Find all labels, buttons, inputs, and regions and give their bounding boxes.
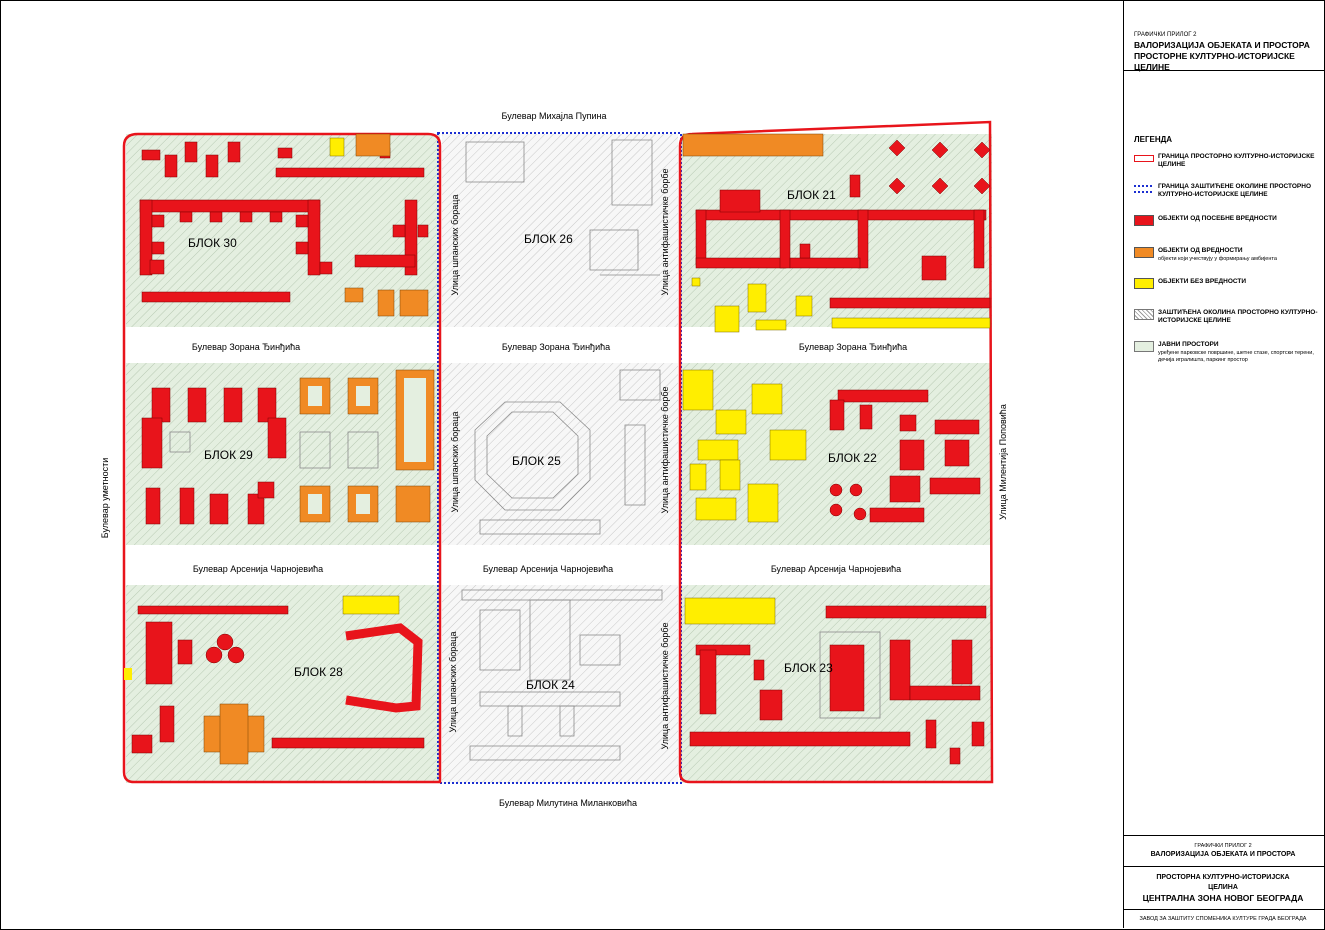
legend-swatch: [1134, 155, 1154, 162]
legend-item: ОБЈЕКТИ ОД ПОСЕБНЕ ВРЕДНОСТИ: [1134, 215, 1320, 245]
legend-item: ЈАВНИ ПРОСТОРИ уређене парковске површине…: [1134, 341, 1320, 371]
street-antifasisticke-1: Улица антифашистичке борбе: [660, 169, 670, 296]
block-29-buildings: [141, 369, 435, 525]
street-popovic: Улица Милентија Поповића: [998, 404, 1008, 520]
legend-item: ГРАНИЦА ЗАШТИЋЕНЕ ОКОЛИНЕ ПРОСТОРНО КУЛТ…: [1134, 183, 1320, 213]
footer-unit: ПРОСТОРНА КУЛТУРНО-ИСТОРИЈСКА ЦЕЛИНА: [1123, 873, 1323, 893]
legend-label: ЗАШТИЋЕНА ОКОЛИНА ПРОСТОРНО КУЛТУРНО-ИСТ…: [1158, 309, 1318, 324]
legend-swatch: [1134, 215, 1154, 226]
urban-plan-map: Булевар Михајла Пупина Булевар Зорана Ђи…: [100, 111, 1008, 808]
block-21-ground: [680, 134, 992, 327]
header-separator: [1123, 70, 1324, 71]
street-carnojevic-middle: Булевар Арсенија Чарнојевића: [483, 564, 613, 574]
footer-separator-1: [1123, 835, 1324, 836]
footer-org: ЗАВОД ЗА ЗАШТИТУ СПОМЕНИКА КУЛТУРЕ ГРАДА…: [1139, 916, 1307, 922]
block-28-ground: [126, 585, 440, 783]
block-25-ground: [442, 363, 678, 545]
street-labels: Булевар Михајла Пупина Булевар Зорана Ђи…: [100, 111, 1008, 808]
footer-title: ВАЛОРИЗАЦИЈА ОБЈЕКАТА И ПРОСТОРА: [1150, 851, 1296, 858]
legend-label: ГРАНИЦА ПРОСТОРНО КУЛТУРНО-ИСТОРИЈСКЕ ЦЕ…: [1158, 153, 1315, 168]
legend-item: ГРАНИЦА ПРОСТОРНО КУЛТУРНО-ИСТОРИЈСКЕ ЦЕ…: [1134, 153, 1320, 183]
boundary-west: [122, 132, 442, 784]
street-djindjic-west: Булевар Зорана Ђинђића: [192, 342, 300, 352]
block-30-buildings: [139, 133, 429, 317]
street-spanskih-2: Улица шпанских бораца: [450, 412, 460, 513]
street-pupin: Булевар Михајла Пупина: [502, 111, 607, 121]
footer-unit-line-1: ПРОСТОРНА КУЛТУРНО-ИСТОРИЈСКА: [1156, 874, 1290, 881]
legend-label: ГРАНИЦА ЗАШТИЋЕНЕ ОКОЛИНЕ ПРОСТОРНО КУЛТ…: [1158, 183, 1312, 198]
legend-label: ОБЈЕКТИ БЕЗ ВРЕДНОСТИ: [1158, 278, 1247, 285]
legend-item: ЗАШТИЋЕНА ОКОЛИНА ПРОСТОРНО КУЛТУРНО-ИСТ…: [1134, 309, 1320, 339]
block-23-buildings: [684, 597, 987, 765]
footer-unit-line-2: ЦЕЛИНА: [1208, 884, 1238, 891]
legend-swatch: [1134, 185, 1152, 193]
block-label-22: БЛОК 22: [828, 451, 877, 465]
block-28-buildings: [124, 595, 425, 765]
legend-item: ОБЈЕКТИ ОД ВРЕДНОСТИ објекти који учеству…: [1134, 247, 1320, 277]
block-label-26: БЛОК 26: [524, 232, 573, 246]
block-labels: БЛОК 30 БЛОК 26 БЛОК 21 БЛОК 29 БЛОК 25 …: [188, 188, 877, 692]
block-label-30: БЛОК 30: [188, 236, 237, 250]
legend-title: ЛЕГЕНДА: [1134, 135, 1173, 144]
block-label-21: БЛОК 21: [787, 188, 836, 202]
legend-label: ЈАВНИ ПРОСТОРИ: [1158, 341, 1219, 348]
block-label-29: БЛОК 29: [204, 448, 253, 462]
header-title-line-1: ВАЛОРИЗАЦИЈА ОБЈЕКАТА И ПРОСТОРА: [1134, 40, 1310, 50]
legend-sublabel: објекти који учествују у формирању амбиј…: [1158, 256, 1277, 262]
street-milankovic: Булевар Милутина Миланковића: [499, 798, 637, 808]
street-spanskih-1: Улица шпанских бораца: [450, 195, 460, 296]
block-21-buildings: [682, 133, 991, 333]
block-26-ground: [442, 134, 678, 327]
footer-small: ГРАФИЧКИ ПРИЛОГ 2: [1194, 843, 1252, 849]
header-title-line-2: ПРОСТОРНЕ КУЛТУРНО-ИСТОРИЈСКЕ ЦЕЛИНЕ: [1134, 51, 1295, 72]
footer-separator-3: [1123, 909, 1324, 910]
street-djindjic-east: Булевар Зорана Ђинђића: [799, 342, 907, 352]
footer-separator-2: [1123, 866, 1324, 867]
block-24-ground: [442, 585, 678, 783]
legend-item: ОБЈЕКТИ БЕЗ ВРЕДНОСТИ: [1134, 278, 1320, 308]
footer-place: ЦЕНТРАЛНА ЗОНА НОВОГ БЕОГРАДА: [1142, 893, 1304, 903]
block-label-28: БЛОК 28: [294, 665, 343, 679]
street-carnojevic-east: Булевар Арсенија Чарнојевића: [771, 564, 901, 574]
block-22-buildings: [682, 369, 981, 523]
block-28-ring-building: [345, 623, 423, 713]
legend-sublabel: уређене парковске површине, шетне стазе,…: [1158, 350, 1314, 363]
street-antifasisticke-3: Улица антифашистичке борбе: [660, 623, 670, 750]
street-umetnosti: Булевар уметности: [100, 458, 110, 539]
legend-swatch: [1134, 341, 1154, 352]
street-antifasisticke-2: Улица антифашистичке борбе: [660, 387, 670, 514]
street-djindjic-middle: Булевар Зорана Ђинђића: [502, 342, 610, 352]
header-title: ВАЛОРИЗАЦИЈА ОБЈЕКАТА И ПРОСТОРА ПРОСТОР…: [1134, 40, 1319, 73]
block-25-outlines: [474, 369, 661, 535]
legend-swatch: [1134, 309, 1154, 320]
block-grounds: [126, 134, 992, 783]
block-label-25: БЛОК 25: [512, 454, 561, 468]
street-spanskih-3: Улица шпанских бораца: [448, 632, 458, 733]
header-small: ГРАФИЧКИ ПРИЛОГ 2: [1134, 32, 1197, 38]
block-label-23: БЛОК 23: [784, 661, 833, 675]
block-label-24: БЛОК 24: [526, 678, 575, 692]
block-26-outlines: [465, 139, 660, 276]
block-24-outlines: [461, 589, 663, 761]
street-carnojevic-west: Булевар Арсенија Чарнојевића: [193, 564, 323, 574]
legend-swatch: [1134, 278, 1154, 289]
legend-swatch: [1134, 247, 1154, 258]
title-panel: [1123, 0, 1324, 928]
legend-label: ОБЈЕКТИ ОД ПОСЕБНЕ ВРЕДНОСТИ: [1158, 215, 1277, 222]
legend-label: ОБЈЕКТИ ОД ВРЕДНОСТИ: [1158, 247, 1243, 254]
